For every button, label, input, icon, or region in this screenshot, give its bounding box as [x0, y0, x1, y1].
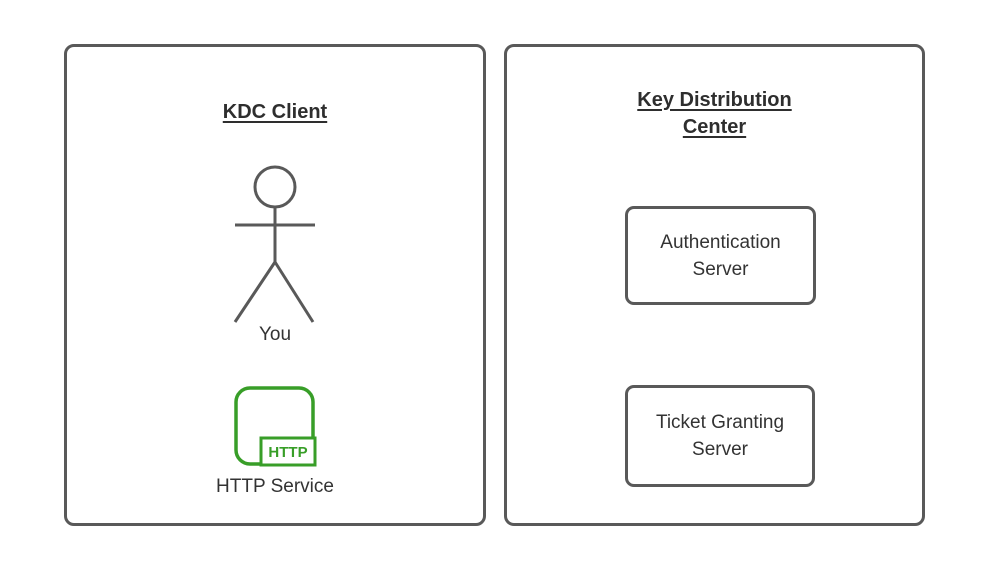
key-distribution-center-panel: Key Distribution Center Authentication S…: [504, 44, 925, 526]
actor-label: You: [258, 324, 292, 345]
actor-icon: [233, 165, 315, 323]
ticket-granting-server-node: Ticket Granting Server: [625, 385, 815, 487]
http-service-icon: HTTP: [234, 386, 317, 467]
ticket-granting-server-label: Ticket Granting Server: [655, 412, 785, 460]
authentication-server-node: Authentication Server: [625, 206, 816, 305]
kdc-title: Key Distribution Center: [637, 89, 792, 138]
kdc-client-title: KDC Client: [222, 101, 328, 123]
kdc-client-panel: KDC Client You HTTP HTTP Service: [64, 44, 486, 526]
http-badge: [259, 436, 317, 467]
authentication-server-label: Authentication Server: [660, 231, 781, 280]
http-badge-text: HTTP: [268, 444, 307, 461]
http-service-label: HTTP Service: [216, 476, 334, 497]
